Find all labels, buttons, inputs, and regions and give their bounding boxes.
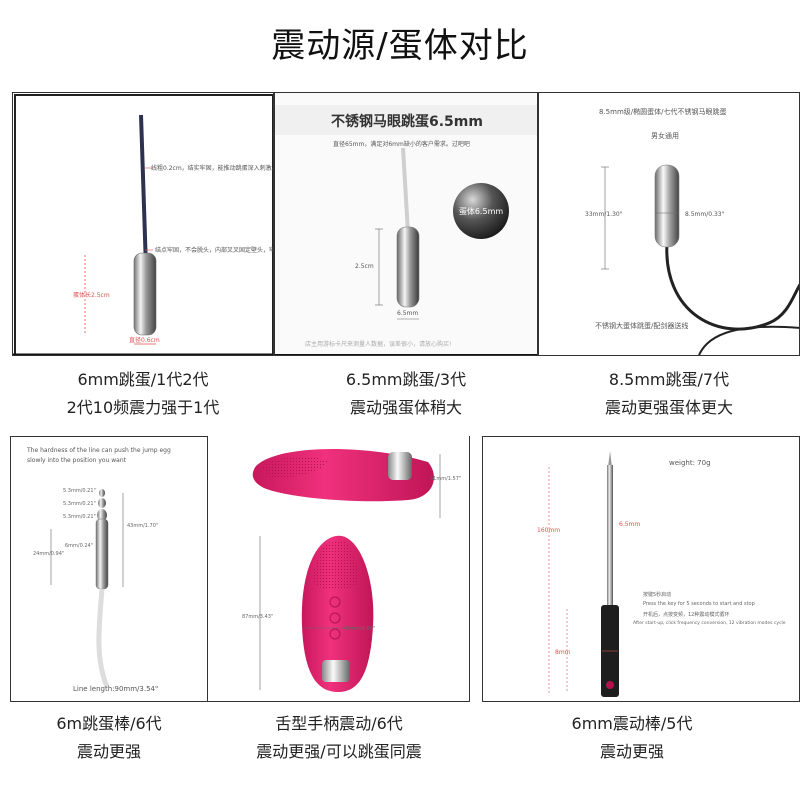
panel-tongue-vibrator: 31mm/1.57" 87mm/3.43" 40mm/1.57": [208, 436, 470, 702]
dim-width-label: 直径0.6cm: [129, 337, 160, 344]
panel-footer: 店主用游标卡尺来测量人数据，误差很小，请放心购买!: [305, 341, 452, 348]
caption-line-1: 8.5mm跳蛋/7代: [608, 370, 730, 389]
note-cable: 线粗0.2cm，结实牢固，能推动跳蛋深入刺激。: [151, 165, 274, 172]
panel-heading: 不锈钢马眼跳蛋6.5mm: [331, 114, 483, 130]
instruction-3: After start-up, click frequency conversi…: [633, 621, 786, 626]
caption-8-5mm-egg: 8.5mm跳蛋/7代 震动更强蛋体更大: [538, 366, 800, 422]
caption-line-2: 震动更强蛋体更大: [604, 398, 733, 417]
note-line-1: The hardness of the line can push the ju…: [27, 447, 171, 454]
egg-6mm-illustration: [13, 94, 273, 355]
dim-height-label: 蛋体长2.5cm: [73, 292, 110, 299]
panel-6mm-egg-rod: The hardness of the line can push the ju…: [10, 436, 208, 702]
caption-6-5mm-egg: 6.5mm跳蛋/3代 震动强蛋体稍大: [274, 366, 538, 422]
dim-e-label: 24mm/0.94": [33, 551, 65, 557]
dim-height-label: 2.5cm: [355, 263, 374, 270]
caption-tongue-vibrator: 舌型手柄震动/6代 震动更强/可以跳蛋同震: [208, 710, 470, 766]
note-joint: 结点牢固，不会脱头，内部叉叉固定壁头，牢为一体。: [155, 247, 273, 254]
dim-width-label: 6.5mm: [397, 310, 419, 317]
caption-line-1: 舌型手柄震动/6代: [275, 714, 403, 733]
egg-8-5mm-illustration: [539, 93, 799, 355]
caption-line-1: 6mm震动棒/5代: [571, 714, 693, 733]
dim-b-label: 5.3mm/0.21": [63, 501, 96, 507]
line-length-label: Line length:90mm/3.54": [73, 685, 159, 693]
caption-6mm-egg: 6mm跳蛋/1代2代 2代10频震力强于1代: [12, 366, 274, 422]
dim-c-label: 5.3mm/0.21": [63, 514, 96, 520]
panel-vibrating-rod: weight: 70g 160mm 6.5mm 8mm 按键5秒启动 Press…: [482, 436, 800, 702]
panel-footer: 不锈钢大蛋体跳蛋/配剑器送线: [595, 322, 689, 330]
caption-line-2: 震动更强: [76, 742, 141, 761]
dim-d-label: 6mm/0.24": [65, 543, 94, 549]
egg-6-5mm-illustration: [275, 93, 537, 355]
size-badge: 蛋体6.5mm: [458, 207, 504, 216]
weight-label: weight: 70g: [669, 459, 711, 467]
panel-6mm-egg: 线粗0.2cm，结实牢固，能推动跳蛋深入刺激。 结点牢固，不会脱头，内部叉叉固定…: [12, 92, 274, 356]
panel-heading: 8.5mm级/椭圆蛋体/七代不锈钢马眼跳蛋: [599, 108, 727, 116]
panel-6-5mm-egg: 不锈钢马眼跳蛋6.5mm 直径65mm，满足对6mm缺小的客户需求。过吧吧 2.…: [274, 92, 538, 356]
dim-length-label: 160mm: [537, 527, 561, 534]
dim-tip-label: 6.5mm: [619, 521, 641, 528]
caption-line-1: 6m跳蛋棒/6代: [56, 714, 162, 733]
caption-line-2: 震动更强: [599, 742, 664, 761]
caption-line-2: 2代10频震力强于1代: [66, 398, 220, 417]
dim-width-label: 8.5mm/0.33": [685, 211, 725, 218]
caption-line-1: 6mm跳蛋/1代2代: [77, 370, 209, 389]
dim-width-label: 40mm/1.57": [344, 626, 376, 632]
dim-f-label: 43mm/1.70": [127, 523, 159, 529]
dim-height-label: 33mm/1.30": [585, 211, 623, 218]
page-title: 震动源/蛋体对比: [271, 26, 529, 66]
caption-line-1: 6.5mm跳蛋/3代: [345, 370, 467, 389]
dim-height-label: 87mm/3.43": [242, 614, 274, 620]
caption-line-2: 震动更强/可以跳蛋同震: [256, 742, 422, 761]
instruction-1: Press the key for 5 seconds to start and…: [643, 601, 755, 607]
dim-handle-label: 8mm: [555, 649, 571, 656]
instruction-title: 按键5秒启动: [643, 592, 672, 598]
panel-8-5mm-egg: 8.5mm级/椭圆蛋体/七代不锈钢马眼跳蛋 男女通用 33mm/1.30" 8.…: [538, 92, 800, 356]
instruction-2: 开机后，点按变频，12种震动模式循环: [643, 612, 730, 618]
caption-egg-rod: 6m跳蛋棒/6代 震动更强: [10, 710, 208, 766]
panel-subheading: 男女通用: [651, 132, 679, 140]
tongue-vibrator-illustration: [252, 448, 441, 692]
note-line-2: slowly into the position you want: [27, 457, 126, 464]
dim-top-label: 31mm/1.57": [430, 476, 462, 482]
egg-rod-illustration: [50, 489, 124, 688]
panel-subtitle: 直径65mm，满足对6mm缺小的客户需求。过吧吧: [333, 141, 470, 148]
vibrating-rod-illustration: [548, 451, 619, 697]
caption-vibrating-rod: 6mm震动棒/5代 震动更强: [482, 710, 782, 766]
dim-a-label: 5.3mm/0.21": [63, 488, 96, 494]
caption-line-2: 震动强蛋体稍大: [349, 398, 462, 417]
